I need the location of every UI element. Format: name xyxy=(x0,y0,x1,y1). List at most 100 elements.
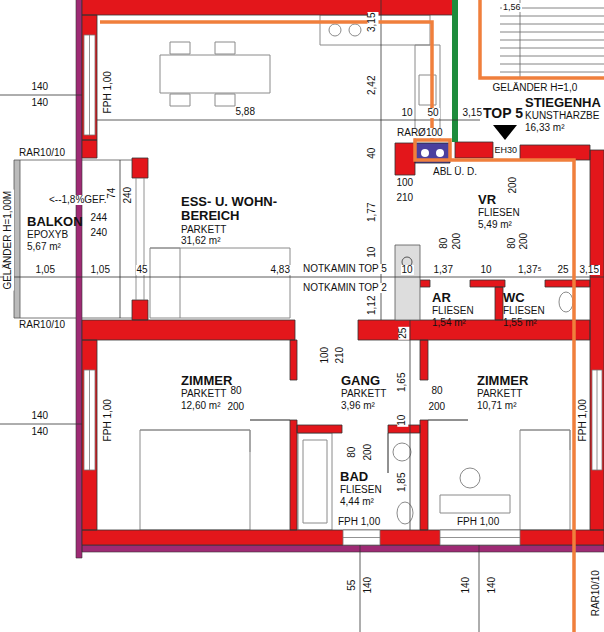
room-area: WCFLIESEN1,55 m² xyxy=(503,291,545,328)
shaft xyxy=(452,0,458,142)
plan-label: 1,37 xyxy=(433,265,454,276)
stove-plate xyxy=(329,24,341,36)
plan-label: 1,85 xyxy=(397,471,408,492)
room-area: STIEGENHAKUNSTHARZBE16,33 m² xyxy=(525,96,601,133)
room-area: BALKONEPOXYB5,67 m² xyxy=(27,215,83,252)
room-name: ZIMMER xyxy=(477,374,528,388)
room-detail: KUNSTHARZBE xyxy=(525,110,601,122)
plan-label: NOTKAMIN TOP 2 xyxy=(302,283,388,294)
plan-label: 3,15 xyxy=(367,11,378,32)
plan-label: 244 xyxy=(90,213,109,224)
toilet xyxy=(559,292,573,312)
room-detail: 1,55 m² xyxy=(503,317,545,329)
plan-label: 140 xyxy=(487,575,498,594)
room-detail: FLIESEN xyxy=(432,305,474,317)
plan-label: FPH 1,00 xyxy=(578,398,589,442)
plan-label: TOP 5 xyxy=(482,106,524,121)
room-detail: EPOXYB xyxy=(27,229,83,241)
plan-label: 140 xyxy=(31,82,50,93)
plan-label: 1,56 xyxy=(502,3,522,12)
plan-label: 55 xyxy=(347,578,358,591)
room-name: STIEGENHA xyxy=(525,96,601,110)
room-area: ESS- U. WOHN- BEREICHPARKETT31,62 m² xyxy=(181,195,299,247)
room-detail: 1,54 m² xyxy=(432,317,474,329)
plan-label: GELÄNDER H=1,00M xyxy=(3,189,14,290)
desk-chair xyxy=(460,468,480,488)
plan-label: 1,05 xyxy=(35,265,56,276)
plan-label: 74 xyxy=(107,186,118,199)
plan-label: 45 xyxy=(136,265,149,276)
plan-label: RAR10/10 xyxy=(18,320,66,331)
plan-label: 210 xyxy=(396,193,415,204)
plan-label: 1,05 xyxy=(90,265,111,276)
balcony-rail xyxy=(14,160,20,318)
room-detail: PARKETT xyxy=(181,388,232,400)
plan-label: ABL Ü. D. xyxy=(432,167,478,178)
plan-label: 100 xyxy=(320,345,331,364)
plan-label: 1,77 xyxy=(367,201,378,222)
room-name: BALKON xyxy=(27,215,83,229)
room-detail: FLIESEN xyxy=(478,207,520,219)
plan-label: 210 xyxy=(335,345,346,364)
room-name: ZIMMER xyxy=(181,374,232,388)
plan-label: 140 xyxy=(31,411,50,422)
room-detail: FLIESEN xyxy=(503,305,545,317)
plan-label: 200 xyxy=(452,231,463,250)
plan-label: 25 xyxy=(557,265,570,276)
plan-label: EH30 xyxy=(494,146,519,155)
plan-label: 100 xyxy=(396,178,415,189)
appliance-ring xyxy=(436,149,444,157)
room-detail: 5,67 m² xyxy=(27,241,83,253)
appliance-ring xyxy=(421,149,429,157)
plan-label: 25 xyxy=(398,326,409,339)
plan-label: 200 xyxy=(508,175,519,194)
room-detail: 31,62 m² xyxy=(181,235,299,247)
stair-lines xyxy=(500,0,604,78)
room-area: BADFLIESEN4,44 m² xyxy=(340,470,382,507)
room-area: VRFLIESEN5,49 m² xyxy=(478,193,520,230)
insulation xyxy=(76,0,604,558)
plan-label: 3,15 xyxy=(579,265,600,276)
room-detail: 4,44 m² xyxy=(340,496,382,508)
plan-label: 1,12 xyxy=(367,294,378,315)
services-line xyxy=(100,0,604,632)
plan-label: 140 xyxy=(31,98,50,109)
plan-label: 80 xyxy=(439,236,450,249)
plan-label: 40 xyxy=(367,146,378,159)
room-detail: 16,33 m² xyxy=(525,122,601,134)
plan-label: 2,42 xyxy=(367,74,378,95)
plan-label: 240 xyxy=(90,228,109,239)
room-area: ZIMMERPARKETT10,71 m² xyxy=(477,374,528,411)
room-name: GANG xyxy=(341,374,386,388)
plan-label: 80 xyxy=(431,386,444,397)
plan-label: 10 xyxy=(367,245,378,258)
plan-label: RARØ100 xyxy=(396,128,444,139)
plan-label: 80 xyxy=(347,445,358,458)
plan-label: 240 xyxy=(123,185,134,204)
room-detail: 5,49 m² xyxy=(478,219,520,231)
plan-label: RAR10/10 xyxy=(590,569,601,617)
room-name: BAD xyxy=(340,470,382,484)
plan-label: 10 xyxy=(397,413,408,426)
toilet xyxy=(397,502,413,524)
plan-label: 1,65 xyxy=(397,371,408,392)
plan-label: RAR10/10 xyxy=(18,148,66,159)
plan-label: NOTKAMIN TOP 5 xyxy=(302,264,388,275)
plan-label: 200 xyxy=(363,442,374,461)
room-detail: PARKETT xyxy=(181,224,299,236)
plan-label: 3,15 xyxy=(462,108,483,119)
plan-label: GELÄNDER H=1,0 xyxy=(492,83,579,94)
plan-label: 50 xyxy=(427,108,440,119)
room-detail: PARKETT xyxy=(341,388,386,400)
plan-label: 10 xyxy=(480,265,493,276)
room-name: AR xyxy=(432,291,474,305)
washbasin xyxy=(393,443,411,461)
plan-label: 5,88 xyxy=(235,107,256,118)
windows xyxy=(84,35,602,545)
plan-label: <--1,8%GEF. xyxy=(48,195,108,206)
room-detail: 3,96 m² xyxy=(341,400,386,412)
plan-label: FPH 1,00 xyxy=(337,517,381,528)
entrance-arrow xyxy=(493,125,517,140)
room-area: ZIMMERPARKETT12,60 m² xyxy=(181,374,232,411)
